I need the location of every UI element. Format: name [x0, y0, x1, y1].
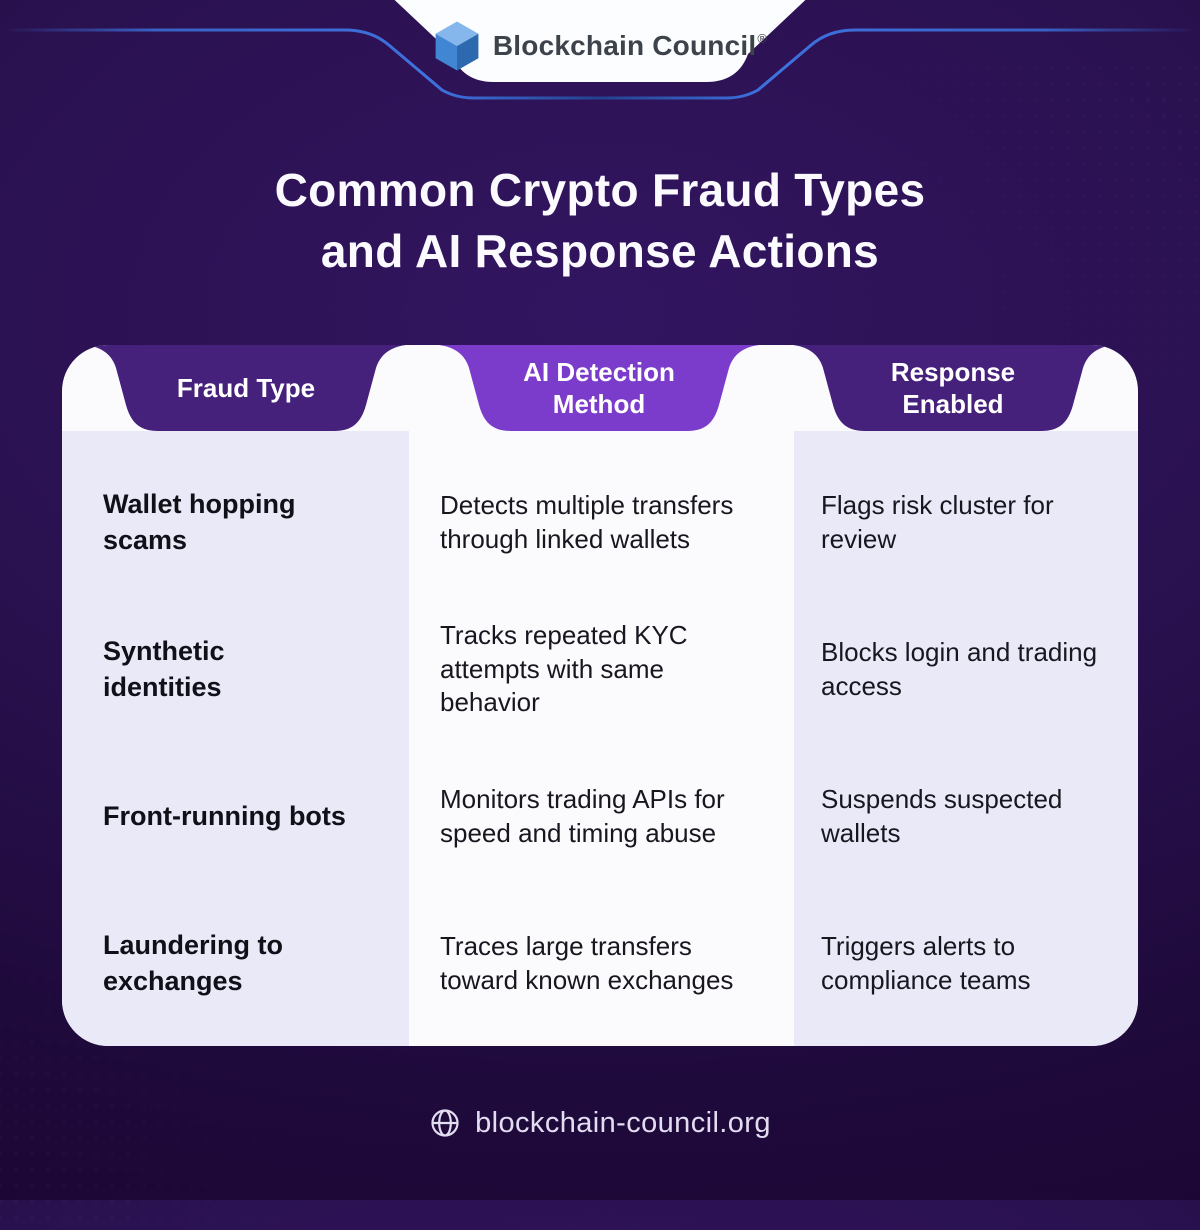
column-header-label: Response Enabled [890, 356, 1016, 419]
ai-detection-method-value: Traces large transfers toward known exch… [440, 930, 734, 995]
response-enabled-value: Suspends suspected wallets [821, 783, 1063, 848]
table-row-cell: Synthetic identities [62, 596, 409, 743]
banner-notch [394, 0, 806, 82]
header-banner-shape [8, 0, 1192, 100]
fraud-type-value: Laundering to exchanges [103, 929, 283, 996]
column-header-fraud-type: Fraud Type [86, 345, 406, 431]
column-tint-fraud-type [62, 431, 409, 1046]
table-row-cell: Suspends suspected wallets [794, 743, 1138, 890]
response-enabled-value: Blocks login and trading access [821, 636, 1098, 701]
fraud-type-value: Front-running bots [103, 800, 346, 831]
column-header-label: Fraud Type [176, 372, 316, 403]
table-row-cell: Monitors trading APIs for speed and timi… [409, 743, 794, 890]
table-row-cell: Detects multiple transfers through linke… [409, 449, 794, 596]
table-row-cell: Laundering to exchanges [62, 890, 409, 1037]
website-link[interactable]: blockchain-council.org [475, 1106, 771, 1139]
ai-detection-method-value: Tracks repeated KYC attempts with same b… [440, 619, 688, 718]
ai-detection-method-value: Monitors trading APIs for speed and timi… [440, 783, 725, 848]
fraud-type-value: Synthetic identities [103, 635, 225, 702]
table-row-cell: Wallet hopping scams [62, 449, 409, 596]
response-enabled-value: Triggers alerts to compliance teams [821, 930, 1031, 995]
table-row-cell: Tracks repeated KYC attempts with same b… [409, 596, 794, 743]
table-row-cell: Blocks login and trading access [794, 596, 1138, 743]
column-tint-response [794, 431, 1138, 1046]
table-row-cell: Flags risk cluster for review [794, 449, 1138, 596]
blue-contour-line [8, 28, 1192, 100]
footer: blockchain-council.org [0, 1098, 1200, 1148]
ai-detection-method-value: Detects multiple transfers through linke… [440, 489, 734, 554]
column-header-response-enabled: Response Enabled [793, 345, 1113, 431]
fraud-table-card: Fraud Type AI Detection Method Response … [62, 345, 1138, 1046]
column-header-ai-detection-method: AI Detection Method [439, 345, 759, 431]
table-row-cell: Traces large transfers toward known exch… [409, 890, 794, 1037]
table-row-cell: Triggers alerts to compliance teams [794, 890, 1138, 1037]
fraud-type-value: Wallet hopping scams [103, 488, 296, 555]
page-title: Common Crypto Fraud Types and AI Respons… [0, 160, 1200, 282]
cube-logo-icon [435, 21, 479, 71]
globe-icon [431, 1109, 459, 1137]
registered-mark: ® [757, 30, 768, 46]
brand-logo: Blockchain Council® [0, 14, 1200, 78]
table-row-cell: Front-running bots [62, 743, 409, 890]
fraud-table-body: Wallet hopping scams Detects multiple tr… [62, 431, 1138, 1037]
column-header-label: AI Detection Method [523, 356, 675, 419]
brand-name: Blockchain Council® [492, 30, 768, 61]
page-title-line1: Common Crypto Fraud Types [274, 164, 926, 216]
response-enabled-value: Flags risk cluster for review [821, 489, 1054, 554]
page-title-line2: and AI Response Actions [320, 225, 880, 278]
